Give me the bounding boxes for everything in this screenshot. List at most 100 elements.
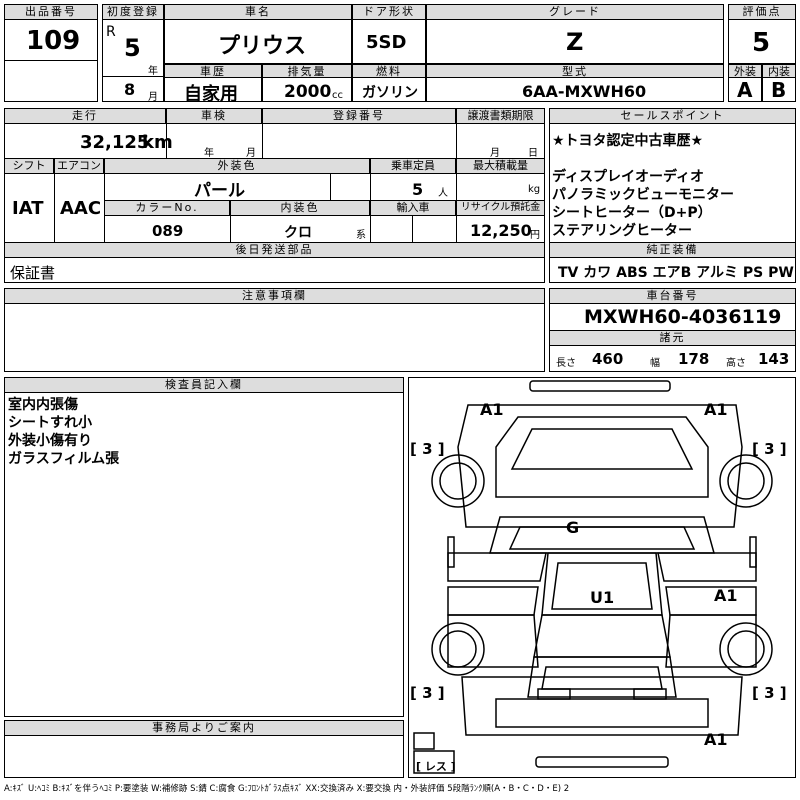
lot-no-label: 出品番号 (4, 4, 98, 20)
ac: AAC (60, 198, 102, 219)
reg-year: 5 (124, 34, 141, 62)
later-parts: 保証書 (10, 264, 56, 282)
r2-v8 (230, 200, 231, 242)
color-no-label: カラーNo. (104, 200, 230, 216)
inspection-month-unit: 月 (246, 148, 256, 159)
int-label: 内装 (762, 64, 796, 78)
month-unit: 月 (148, 92, 158, 103)
inspector-line-1: 室内内張傷 (8, 397, 78, 413)
import-label: 輸入車 (370, 200, 456, 216)
grade: Z (566, 28, 584, 56)
equipment: TV カワ ABS エアB アルミ PS PW (558, 265, 794, 281)
ac-label: エアコン (54, 158, 104, 174)
ext-grade: A (737, 78, 753, 102)
lot-no: 109 (26, 26, 81, 56)
inspector-line-4: ガラスフィルム張 (8, 451, 120, 467)
history-label: 車歴 (164, 64, 262, 78)
ext-label: 外装 (728, 64, 762, 78)
color: パール (194, 181, 245, 201)
sales-line-5: シートヒーター（D+P） (552, 205, 712, 221)
capacity-label: 乗車定員 (370, 158, 456, 174)
height: 143 (758, 350, 790, 368)
import-split (412, 216, 413, 242)
first-reg-label: 初度登録 (102, 4, 164, 20)
mark-a1-rear-right: A1 (704, 730, 728, 749)
capacity-unit: 人 (438, 188, 448, 199)
sales-line-6: ステアリングヒーター (552, 223, 692, 239)
era: R (106, 24, 116, 40)
capacity: 5 (412, 180, 424, 199)
door-type: 5SD (366, 32, 407, 53)
r2-v4 (54, 158, 55, 242)
diagram-box (408, 377, 796, 778)
notes-label: 注意事項欄 (4, 288, 545, 304)
length: 460 (592, 350, 624, 368)
door-label: ドア形状 (352, 4, 426, 20)
displacement: 2000 (284, 82, 332, 102)
mark-tire-rl: [ 3 ] (410, 684, 445, 702)
recycle-label: リサイクル預託金 (456, 200, 545, 216)
load-label: 最大積載量 (456, 158, 545, 174)
year-unit: 年 (148, 66, 158, 77)
int-color-label: 内装色 (230, 200, 370, 216)
reg-month: 8 (124, 80, 136, 99)
transfer-label: 譲渡書類期限 (456, 108, 545, 124)
inspector-line-2: シートすれ小 (8, 415, 92, 431)
model: 6AA-MXWH60 (522, 82, 647, 101)
fuel: ガソリン (362, 85, 418, 101)
mileage-unit: km (142, 132, 173, 153)
mark-u1-roof: U1 (590, 588, 615, 607)
transfer-day-unit: 日 (528, 148, 538, 159)
grade-label: グレード (426, 4, 724, 20)
shift-label: シフト (4, 158, 54, 174)
mileage: 32,125 (80, 132, 150, 153)
name-label: 車名 (164, 4, 352, 20)
chassis-no: MXWH60-4036119 (584, 306, 782, 328)
model-label: 型式 (426, 64, 724, 78)
inspector-label: 検査員記入欄 (4, 377, 404, 393)
mark-spare: [ レス ] (416, 760, 456, 773)
recycle-unit: 円 (530, 230, 540, 241)
mileage-label: 走行 (4, 108, 166, 124)
lot-divider (4, 60, 98, 61)
transfer-month-unit: 月 (490, 148, 500, 159)
inspector-line-3: 外装小傷有り (8, 433, 92, 449)
width: 178 (678, 350, 710, 368)
height-label: 高さ (726, 358, 746, 369)
color-no: 089 (152, 222, 184, 240)
int-grade: B (771, 78, 787, 102)
mark-tire-fl: [ 3 ] (410, 440, 445, 458)
score-label: 評価点 (728, 4, 796, 20)
car-name: プリウス (218, 34, 307, 59)
reg-no-label: 登録番号 (262, 108, 456, 124)
inspection-year-unit: 年 (204, 148, 214, 159)
score: 5 (752, 28, 771, 58)
mark-a1-front-left: A1 (480, 400, 504, 419)
car-diagram (413, 380, 773, 774)
reg-divider (102, 76, 164, 77)
recycle: 12,250 (470, 221, 532, 240)
shift: IAT (12, 198, 44, 219)
chassis-label: 車台番号 (549, 288, 796, 304)
r2-v1 (166, 108, 167, 158)
equipment-label: 純正装備 (549, 242, 796, 258)
color-split (330, 174, 331, 200)
specs-label: 諸元 (549, 330, 796, 346)
office-label: 事務局よりご案内 (4, 720, 404, 736)
load-unit: kg (528, 184, 541, 195)
sales-line-1: ★トヨタ認定中古車歴★ (552, 133, 704, 149)
mark-g-windshield: G (566, 518, 580, 537)
displacement-unit: cc (332, 90, 343, 101)
r2-v2 (262, 108, 263, 158)
displacement-label: 排気量 (262, 64, 352, 78)
mark-tire-fr: [ 3 ] (752, 440, 787, 458)
length-label: 長さ (556, 358, 576, 369)
color-label: 外装色 (104, 158, 370, 174)
sales-line-3: ディスプレイオーディオ (552, 169, 705, 185)
mark-a1-front-right: A1 (704, 400, 728, 419)
inspection-label: 車検 (166, 108, 262, 124)
later-parts-label: 後日発送部品 (4, 242, 545, 258)
history: 自家用 (184, 84, 238, 105)
mark-a1-right-door: A1 (714, 586, 738, 605)
width-label: 幅 (650, 358, 660, 369)
